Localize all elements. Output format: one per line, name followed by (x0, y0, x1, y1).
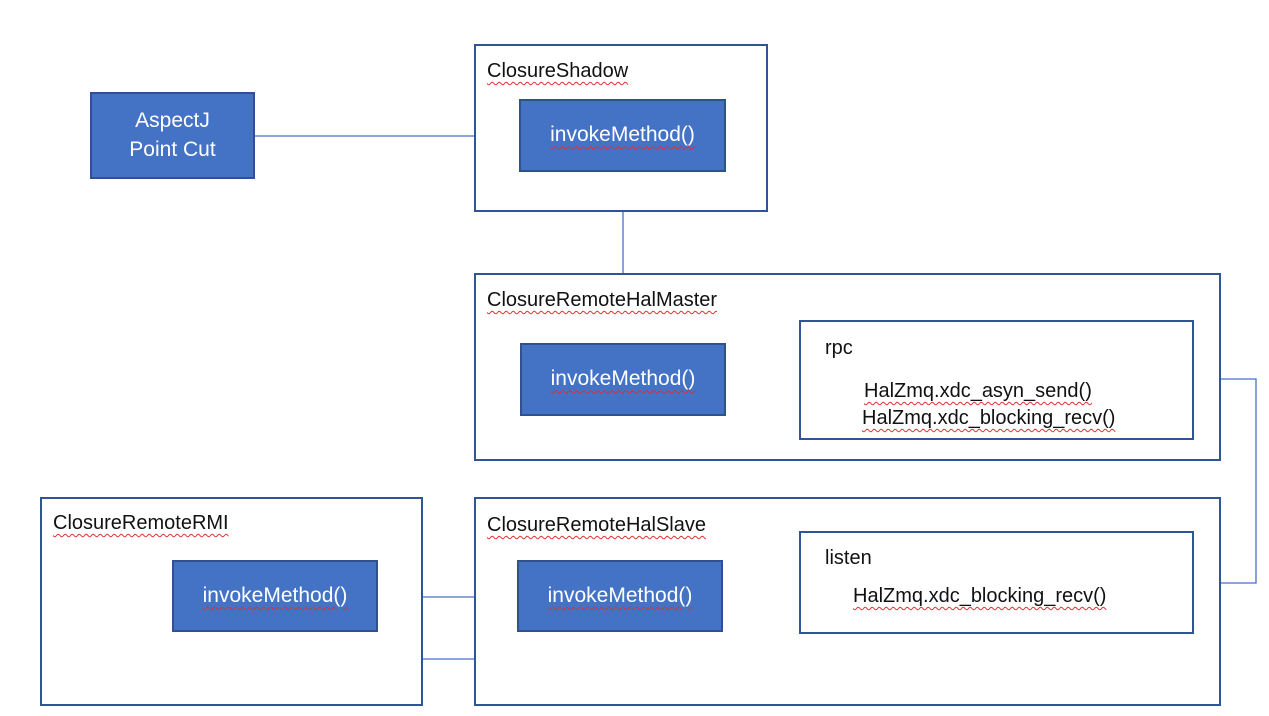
rmi-invoke-method-label: invokeMethod() (202, 583, 348, 607)
rpc-call-asyn-send: HalZmq.xdc_asyn_send() (864, 380, 1092, 402)
rpc-label: rpc (825, 337, 853, 359)
master-invoke-method-label: invokeMethod() (550, 367, 696, 391)
closure-shadow-title: ClosureShadow (487, 60, 629, 82)
aspectj-label: AspectJ (135, 109, 210, 133)
listen-call-blocking-recv: HalZmq.xdc_blocking_recv() (853, 585, 1107, 607)
listen-label: listen (825, 547, 872, 569)
rpc-call-blocking-recv: HalZmq.xdc_blocking_recv() (862, 407, 1116, 429)
shadow-invoke-method-label: invokeMethod() (550, 123, 695, 147)
point-cut-label: Point Cut (129, 137, 216, 161)
listen-box[interactable] (799, 531, 1194, 634)
closure-remote-hal-master-title: ClosureRemoteHalMaster (487, 289, 718, 311)
closure-remote-hal-slave-title: ClosureRemoteHalSlave (487, 514, 706, 536)
closure-remote-rmi-title: ClosureRemoteRMI (53, 512, 229, 534)
master-invoke-method-box[interactable]: invokeMethod() (520, 343, 726, 416)
slave-invoke-method-box[interactable]: invokeMethod() (517, 560, 723, 632)
rpc-box[interactable] (799, 320, 1194, 440)
shadow-invoke-method-box[interactable]: invokeMethod() (519, 99, 726, 172)
aspectj-point-cut-box[interactable]: AspectJ Point Cut (90, 92, 255, 179)
rmi-invoke-method-box[interactable]: invokeMethod() (172, 560, 378, 632)
slave-invoke-method-label: invokeMethod() (547, 583, 693, 607)
